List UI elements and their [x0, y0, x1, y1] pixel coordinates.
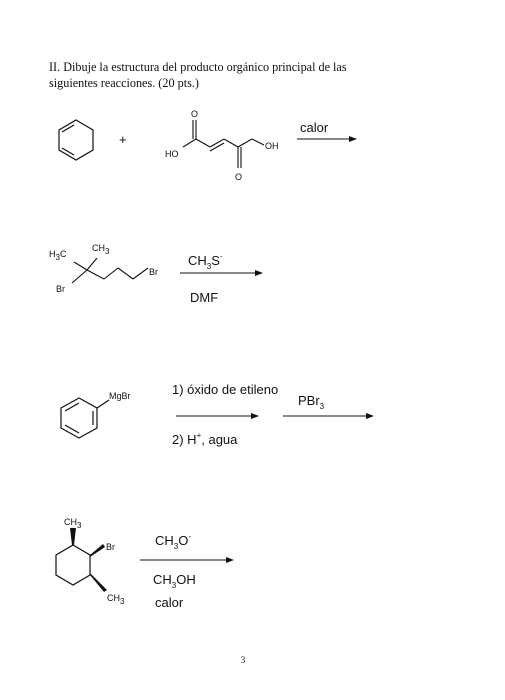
hydroxyl-left-label: HO: [165, 149, 179, 159]
reaction1-condition: calor: [300, 120, 329, 135]
page-number: 3: [240, 655, 246, 665]
heading-line-1: II. Dibuje la estructura del producto or…: [49, 60, 347, 74]
reaction2-reagent: CH3S-: [188, 252, 223, 271]
bromocyclohexane-structure: [55, 544, 91, 586]
reaction4-solvent: CH3OH: [153, 572, 196, 590]
ch3-top-label: CH3: [64, 517, 82, 530]
bromine-left-label: Br: [56, 284, 65, 294]
reaction2-solvent: DMF: [190, 290, 218, 305]
reaction4-base: CH3O-: [155, 532, 191, 551]
carbonyl-oxygen-top: O: [191, 109, 198, 119]
hydroxyl-right-label: OH: [265, 141, 279, 151]
h3c-label: H3C: [49, 249, 67, 262]
plus-sign: +: [119, 132, 127, 147]
reaction3-reagent2: PBr3: [298, 393, 325, 411]
wedge-bond-br: [90, 544, 105, 557]
ch3-label: CH3: [92, 243, 110, 256]
carbonyl-oxygen-bottom: O: [235, 172, 242, 182]
dibromide-structure: [71, 257, 149, 284]
heading-line-2: siguientes reacciones. (20 pts.): [49, 76, 199, 90]
phenyl-grignard-structure: [60, 397, 110, 439]
ch3-bottom-label: CH3: [107, 593, 125, 606]
reaction4-condition: calor: [155, 595, 184, 610]
wedge-bond-ch3-bottom: [90, 573, 107, 592]
reaction3-step2: 2) H+, agua: [172, 431, 238, 447]
question-heading: II. Dibuje la estructura del producto or…: [49, 59, 449, 91]
wedge-bond-ch3-top: [70, 528, 76, 545]
mgbr-label: MgBr: [109, 391, 131, 401]
fumaric-acid-structure: [182, 120, 265, 168]
bromine-right-label: Br: [149, 267, 158, 277]
bromine-label: Br: [106, 542, 115, 552]
cyclohexadiene-structure: [58, 119, 94, 161]
reaction3-step1: 1) óxido de etileno: [172, 382, 278, 397]
